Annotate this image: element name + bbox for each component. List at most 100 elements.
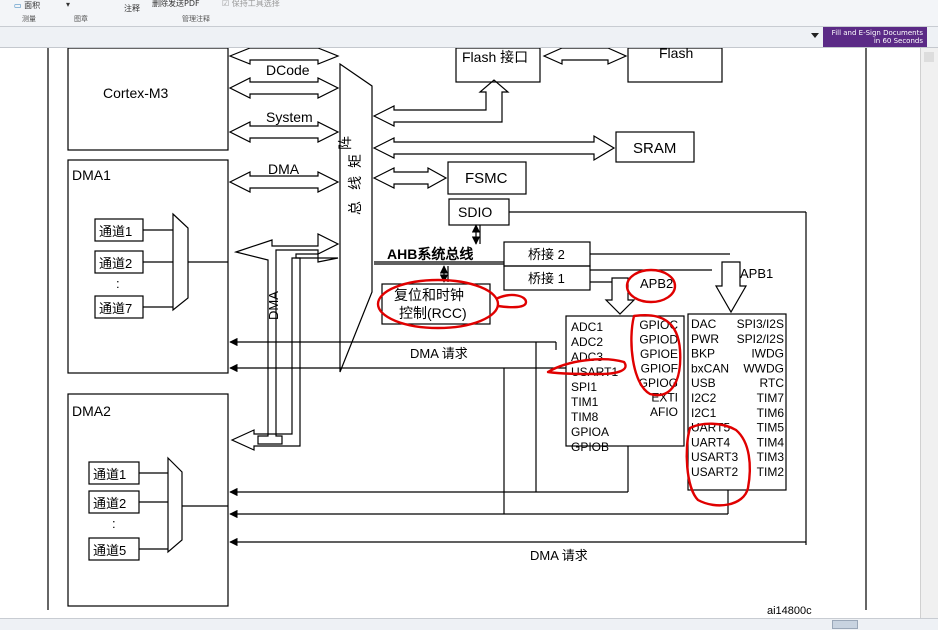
rcc-block <box>381 283 491 325</box>
dropdown-arrow-icon[interactable] <box>811 33 819 38</box>
dma2-mux <box>167 456 183 554</box>
apb1-left-item: BKP <box>691 347 715 361</box>
dma2-ellipsis: : <box>112 516 116 531</box>
chevron-down-icon[interactable]: ▾ <box>66 0 71 9</box>
checkbox-icon: ☑ <box>222 0 230 8</box>
apb2-left-item: SPI1 <box>571 380 597 394</box>
ribbon-annotate-button[interactable]: 注释 <box>124 4 140 13</box>
apb1-right-item: IWDG <box>751 347 784 361</box>
apb2-left-item: ADC2 <box>571 335 603 349</box>
ribbon-keep-tool-checkbox[interactable]: ☑ 保持工具选择 <box>222 0 280 8</box>
dma1-label: DMA1 <box>72 167 111 183</box>
bus-matrix-char-c: 矩 <box>347 154 363 168</box>
ribbon-area-button[interactable]: ▭ 面积 <box>14 1 41 10</box>
dcode-bus-arrow <box>228 77 340 99</box>
fsmc-block <box>447 161 527 195</box>
cortex-m3-label: Cortex-M3 <box>103 85 169 101</box>
dma2-block <box>67 393 229 607</box>
scroll-up-button[interactable] <box>924 52 934 62</box>
dma1-ch1-label: 通道1 <box>99 224 132 239</box>
sram-block <box>615 131 695 163</box>
apb2-arrow <box>604 277 636 315</box>
fsmc-arrow <box>372 166 448 190</box>
dma2-matrix-link <box>295 253 339 263</box>
horizontal-scrollbar[interactable] <box>0 618 938 630</box>
apb2-left-item: USART1 <box>571 365 618 379</box>
dma-request-label-2: DMA 请求 <box>530 548 588 563</box>
uart-highlight-circle <box>685 422 751 507</box>
apb1-left-item: PWR <box>691 332 719 346</box>
apb1-right-item: SPI2/I2S <box>737 332 784 346</box>
system-bus-arrow <box>228 121 340 143</box>
dma2-ch1-label: 通道1 <box>93 467 126 482</box>
bus-matrix-char-b: 线 <box>347 176 363 190</box>
stm32-block-diagram: Cortex-M3 DCode System DMA DMA1 DMA2 Fla… <box>47 45 867 617</box>
rcc-highlight-circle <box>376 278 500 330</box>
rcc-label-2: 控制(RCC) <box>399 305 467 321</box>
ribbon-group-manage: 管理注释 <box>182 15 210 23</box>
ad-line-2: in 60 Seconds <box>873 37 923 45</box>
ribbon-group-stamp: 图章 <box>74 15 88 23</box>
dma1-matrix-arrow <box>233 233 340 445</box>
apb1-left-item: USART2 <box>691 465 738 479</box>
dma-request-label-1: DMA 请求 <box>410 346 468 361</box>
vertical-scrollbar[interactable] <box>920 48 938 618</box>
apb2-left-item: GPIOA <box>571 425 609 439</box>
bridge1-label: 桥接 1 <box>528 271 565 286</box>
dma1-ch2-label: 通道2 <box>99 256 132 271</box>
apb2-right-item: GPIOF <box>641 362 678 376</box>
bus-matrix-shape <box>339 62 373 373</box>
ribbon-toolbar: ▭ 面积 测量 ▾ 图章 注释 删除发送PDF ☑ 保持工具选择 管理注释 <box>0 0 938 27</box>
fsmc-label: FSMC <box>465 170 508 187</box>
ad-banner[interactable]: Fill and E-Sign Documents in 60 Seconds <box>823 27 927 47</box>
flash-interface-block <box>455 47 541 83</box>
apb1-left-item: UART4 <box>691 435 730 449</box>
zoom-control[interactable] <box>832 620 858 629</box>
apb1-left-list: DACPWRBKPbxCANUSBI2C2I2C1UART5UART4USART… <box>691 317 738 479</box>
dma-vertical-label: DMA <box>266 291 281 320</box>
cortex-m3-block <box>67 47 229 151</box>
flash-interface-label: Flash 接口 <box>462 49 528 65</box>
apb1-right-item: RTC <box>760 376 785 390</box>
dma1-block <box>67 159 229 374</box>
apb1-right-item: TIM2 <box>757 465 785 479</box>
document-page: Cortex-M3 DCode System DMA DMA1 DMA2 Fla… <box>0 45 920 618</box>
usart1-highlight <box>546 358 627 376</box>
apb1-right-item: TIM5 <box>757 421 785 435</box>
ribbon-delete-send-button[interactable]: 删除发送PDF <box>152 0 200 8</box>
apb1-label: APB1 <box>740 266 773 281</box>
ahb-bus-label: AHB系统总线 <box>387 246 473 262</box>
system-label: System <box>266 109 313 125</box>
apb2-left-item: TIM1 <box>571 395 599 409</box>
apb2-left-item: TIM8 <box>571 410 599 424</box>
apb2-right-item: GPIOE <box>640 347 678 361</box>
apb1-right-item: TIM3 <box>757 450 785 464</box>
sram-label: SRAM <box>633 140 676 157</box>
apb1-left-item: I2C2 <box>691 391 717 405</box>
apb1-right-item: TIM4 <box>757 435 785 449</box>
flash-label: Flash <box>659 48 693 61</box>
red-annotations <box>376 268 751 507</box>
apb1-right-item: TIM7 <box>757 391 785 405</box>
apb2-right-item: GPIOD <box>639 333 678 347</box>
figure-id-label: ai14800c <box>767 605 812 617</box>
apb1-right-item: WWDG <box>743 361 784 375</box>
dcode-label: DCode <box>266 62 310 78</box>
flash-block <box>627 47 723 83</box>
dma1-mux <box>172 212 189 312</box>
apb2-highlight-circle <box>625 268 677 304</box>
apb1-left-item: USB <box>691 376 716 390</box>
gpio-highlight-circle <box>630 313 682 397</box>
dma2-ch5-label: 通道5 <box>93 543 126 558</box>
apb2-peripherals-block <box>565 315 685 447</box>
area-icon: ▭ <box>14 1 22 10</box>
bus-matrix-char-1: 阵 <box>337 136 353 150</box>
bridge1-block <box>503 265 591 291</box>
bus-matrix-char-a: 总 <box>347 201 363 215</box>
bridge2-label: 桥接 2 <box>528 247 565 262</box>
flash-arrow <box>542 47 628 65</box>
dma-bus-label: DMA <box>268 161 300 177</box>
apb2-label: APB2 <box>640 276 673 291</box>
